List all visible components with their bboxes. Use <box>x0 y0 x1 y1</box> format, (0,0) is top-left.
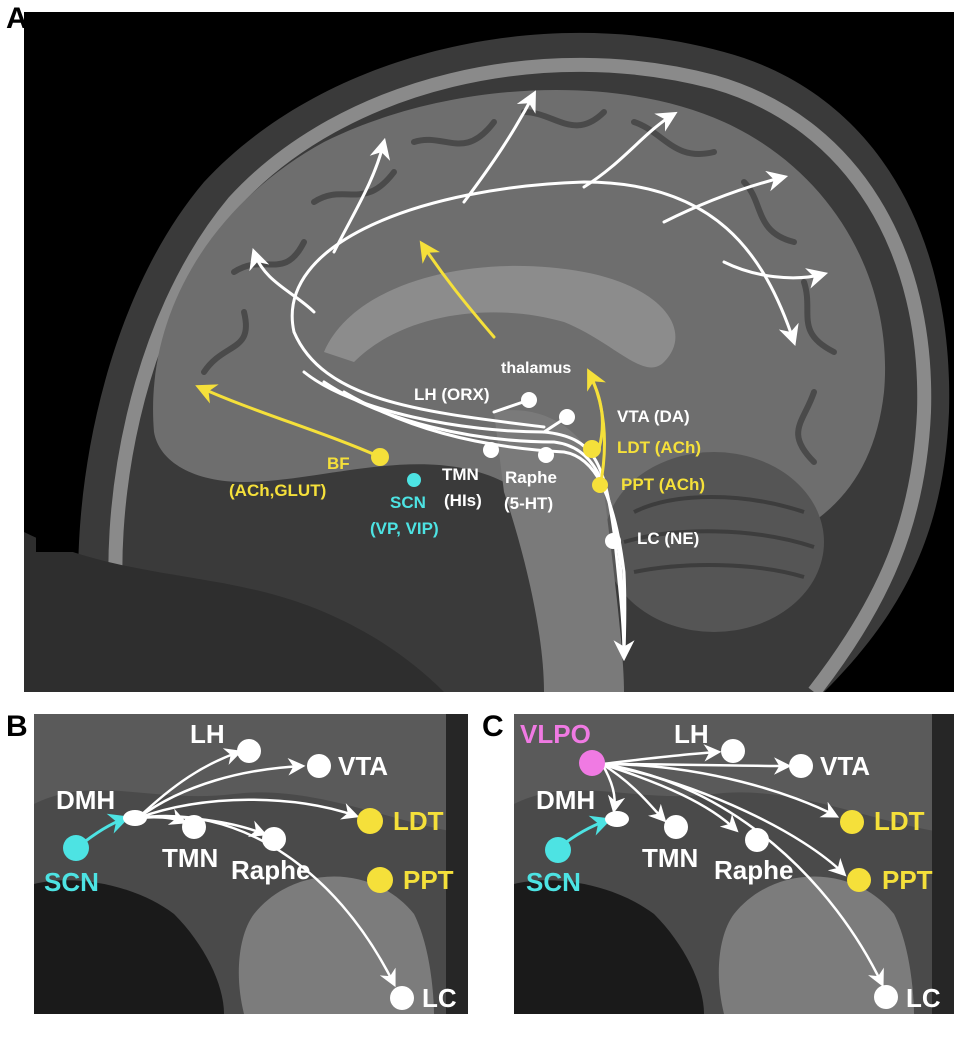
panel-label-a: A <box>6 2 28 35</box>
tmn-dot <box>483 442 499 458</box>
b-raphe-dot <box>262 827 286 851</box>
label-bf: BF <box>327 454 350 473</box>
c-label-tmn: TMN <box>642 843 699 873</box>
left-bar <box>36 202 78 552</box>
b-label-raphe: Raphe <box>231 855 311 885</box>
b-label-tmn: TMN <box>162 843 219 873</box>
b-lc-dot <box>390 986 414 1010</box>
b-ldt-dot <box>357 808 383 834</box>
bf-dot <box>371 448 389 466</box>
c-label-vlpo: VLPO <box>520 719 591 749</box>
c-label-raphe: Raphe <box>714 855 794 885</box>
ppt-dot <box>592 477 608 493</box>
c-raphe-dot <box>745 828 769 852</box>
ldt-dot <box>583 440 601 458</box>
b-label-ldt: LDT <box>393 806 444 836</box>
yellow-pathways <box>195 240 606 489</box>
c-dmh-dot <box>605 811 629 827</box>
cerebellum-folia <box>623 495 815 579</box>
label-tmn: TMN <box>442 465 479 484</box>
b-ppt-dot <box>367 867 393 893</box>
label-ldt-ach: LDT (ACh) <box>617 438 702 457</box>
b-label-vta: VTA <box>338 751 389 781</box>
c-right-strip <box>932 714 954 1014</box>
label-bf-ach-glut: (ACh,GLUT) <box>229 481 327 500</box>
c-lc-dot <box>874 985 898 1009</box>
c-lh-dot <box>721 739 745 763</box>
b-label-ppt: PPT <box>403 865 454 895</box>
panel-a-brain-mri: thalamus LH (ORX) VTA (DA) LDT (ACh) PPT… <box>24 12 954 692</box>
c-brainstem <box>718 876 914 1014</box>
label-scn: SCN <box>390 493 426 512</box>
label-thalamus: thalamus <box>501 360 572 377</box>
label-raphe-5ht: (5-HT) <box>504 494 554 513</box>
c-vta-dot <box>789 754 813 778</box>
label-lc-ne: LC (NE) <box>637 529 700 548</box>
panel-c-detail: VLPO LH VTA DMH LDT PPT TMN Raphe SCN LC <box>514 714 954 1014</box>
b-tmn-dot <box>182 815 206 839</box>
white-pathways <box>249 90 829 662</box>
panel-a-diagram <box>24 32 950 692</box>
cerebellum <box>604 452 824 632</box>
b-upper-tissue <box>34 714 468 834</box>
c-label-lc: LC <box>906 983 941 1013</box>
panel-label-c: C <box>482 710 504 743</box>
panel-label-b: B <box>6 710 28 743</box>
raphe-dot <box>538 447 554 463</box>
face-region <box>24 532 444 692</box>
b-label-dmh: DMH <box>56 785 116 815</box>
c-label-ldt: LDT <box>874 806 925 836</box>
c-tmn-dot <box>664 815 688 839</box>
c-dark-region <box>514 880 704 1014</box>
c-label-vta: VTA <box>820 751 871 781</box>
b-label-scn: SCN <box>44 867 99 897</box>
b-right-strip <box>446 714 468 1014</box>
c-ppt-dot <box>847 868 871 892</box>
c-scn-dot <box>545 837 571 863</box>
c-white-pathways <box>600 744 884 988</box>
panel-b-diagram <box>34 714 468 1014</box>
b-lh-dot <box>237 739 261 763</box>
b-label-lh: LH <box>190 719 225 749</box>
c-label-dmh: DMH <box>536 785 596 815</box>
c-label-lh: LH <box>674 719 709 749</box>
label-scn-vp-vip: (VP, VIP) <box>370 519 439 538</box>
b-dark-region <box>34 880 224 1014</box>
label-vta-da: VTA (DA) <box>617 407 690 426</box>
b-scn-dot <box>63 835 89 861</box>
lc-dot <box>605 533 621 549</box>
corpus-callosum <box>324 265 676 368</box>
panel-b-detail: LH VTA DMH LDT PPT TMN Raphe SCN LC <box>34 714 468 1014</box>
b-white-pathways <box>136 748 396 988</box>
label-raphe: Raphe <box>505 468 557 487</box>
b-vta-dot <box>307 754 331 778</box>
vta-dot <box>559 409 575 425</box>
b-dmh-dot <box>123 810 147 826</box>
c-vlpo-dot <box>579 750 605 776</box>
lh-dot <box>521 392 537 408</box>
c-upper-tissue <box>514 714 954 834</box>
c-label-scn: SCN <box>526 867 581 897</box>
brainstem <box>494 410 624 692</box>
label-ppt-ach: PPT (ACh) <box>621 475 706 494</box>
c-label-ppt: PPT <box>882 865 933 895</box>
skull-ring <box>108 57 932 692</box>
c-ldt-dot <box>840 810 864 834</box>
label-his: (HIs) <box>444 491 482 510</box>
label-lh-orx: LH (ORX) <box>414 385 490 404</box>
scn-dot <box>407 473 421 487</box>
b-label-lc: LC <box>422 983 457 1013</box>
panel-c-diagram <box>514 714 954 1014</box>
